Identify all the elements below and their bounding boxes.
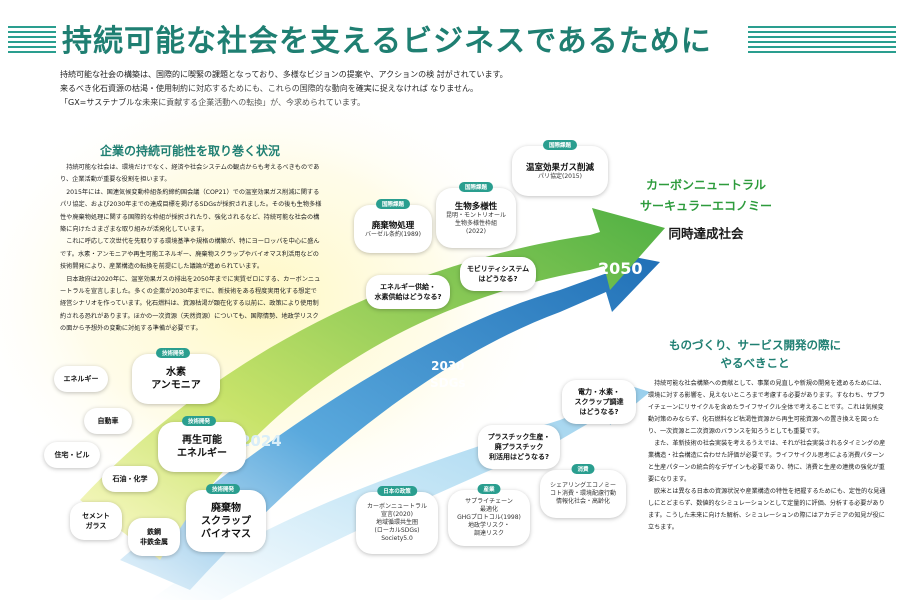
goal-block: カーボンニュートラル サーキュラーエコノミー 同時達成社会 (640, 175, 772, 244)
bubble-sub: (ローカルSDGs) (374, 527, 420, 534)
left-section-title: 企業の持続可能性を取り巻く状況 (100, 144, 281, 158)
bubble-sub: シェアリングエコノミー (549, 482, 616, 489)
paragraph: これに呼応して次世代を先取りする環境基準や規格の構築が、特にヨーロッパを中心に盛… (60, 238, 320, 271)
year-2024-label: 2024 (240, 432, 282, 450)
year-2030-text: 2030 (431, 359, 465, 373)
tag-international: 国際課題 (542, 140, 578, 150)
tag-tech-dev: 技術開発 (206, 484, 241, 494)
question-line: プラスチック生産・ (487, 433, 551, 441)
year-2030-label: 2030 SDGs (430, 358, 466, 392)
right-section-body: 持続可能な社会構築への貢献として、事業の見直しや新規の開発を進めるためには、環境… (648, 378, 888, 534)
sector-automobile: 自動車 (84, 408, 132, 434)
question-line: はどうなる? (579, 408, 619, 416)
bubble-sub: カーボンニュートラル (366, 503, 427, 510)
question-line: エネルギー供給・ (380, 283, 436, 291)
question-line: はどうなる? (478, 275, 518, 283)
title-decoration-right (748, 26, 896, 56)
right-title-line: やるべきこと (720, 356, 790, 370)
sector-housing-building: 住宅・ビル (44, 442, 100, 468)
left-section-body: 持続可能な社会は、環境だけでなく、経済や社会システムの観点からも考えるべきもので… (60, 162, 322, 336)
paragraph: 持続可能な社会構築への貢献として、事業の見直しや新規の開発を進めるためには、環境… (648, 380, 886, 435)
bubble-title: 温室効果ガス削減 (525, 163, 594, 173)
bubble-sub: (2022) (466, 228, 486, 235)
tag-international: 国際課題 (375, 199, 411, 209)
bubble-sub: バーゼル条約(1989) (365, 231, 421, 238)
question-line: 利活用はどうなる? (488, 453, 550, 461)
bubble-title: 廃棄物処理 (371, 221, 415, 231)
question-line: 水素供給はどうなる? (374, 293, 442, 301)
bubble-sub: 最適化 (479, 506, 498, 513)
bubble-waste-treatment: 国際課題 廃棄物処理 バーゼル条約(1989) (354, 199, 432, 253)
year-2050-label: 2050 (598, 259, 643, 278)
title-decoration-left (8, 26, 56, 56)
question-line: スクラップ調達 (574, 398, 624, 406)
bubble-tech-renewable: 技術開発 再生可能 エネルギー (158, 416, 246, 472)
bubble-sub: 調達リスク (473, 530, 504, 537)
bubble-tech-hydrogen: 技術開発 水素 アンモニア (132, 348, 220, 404)
goal-circular-economy: サーキュラーエコノミー (640, 199, 773, 213)
bubble-title: 廃棄物 (211, 502, 241, 514)
bubble-sub: 地域循環共生圏 (375, 519, 418, 526)
bubble-title: 再生可能 (182, 435, 222, 446)
bubble-title: 水素 (166, 367, 186, 378)
bubble-sub: 情報化社会・高齢化 (555, 498, 610, 505)
question-energy-supply: エネルギー供給・ 水素供給はどうなる? (366, 275, 450, 309)
question-line: 電力・水素・ (578, 388, 620, 396)
bubble-consumption: 消費 シェアリングエコノミー コト消費・環境配慮行動 情報化社会・高齢化 (540, 464, 626, 518)
bubble-title: アンモニア (151, 380, 201, 391)
tag-consumption: 消費 (571, 464, 595, 474)
question-power-scrap: 電力・水素・ スクラップ調達 はどうなる? (562, 380, 636, 424)
bubble-sub: Society5.0 (381, 535, 413, 542)
question-plastic: プラスチック生産・ 廃プラスチック 利活用はどうなる? (478, 425, 560, 469)
bubble-sub: 宣言(2020) (381, 511, 413, 518)
right-section-title: ものづくり、サービス開発の際に やるべきこと (655, 336, 855, 372)
bubble-sub: サプライチェーン (465, 498, 513, 505)
goal-society: 同時達成社会 (668, 226, 744, 241)
sector-energy: エネルギー (54, 366, 108, 392)
bubble-industry: 産業 サプライチェーン 最適化 GHGプロトコル(1998) 地政学リスク・ 調… (448, 484, 530, 546)
bubble-ghg-reduction: 国際課題 温室効果ガス削減 パリ協定(2015) (512, 140, 608, 196)
tag-japan-policy: 日本の政策 (377, 486, 417, 496)
bubble-sub: 地政学リスク・ (468, 522, 510, 529)
bubble-sub: パリ協定(2015) (538, 173, 582, 180)
bubble-tech-waste: 技術開発 廃棄物 スクラップ バイオマス (186, 484, 266, 552)
bubble-sub: 生物多様性枠組 (454, 220, 497, 227)
tag-tech-dev: 技術開発 (156, 348, 191, 358)
paragraph: 2015年には、国連気候変動枠組条約締約国会議（COP21）での温室効果ガス削減… (60, 188, 322, 234)
question-line: 廃プラスチック (494, 443, 544, 451)
tag-international: 国際課題 (458, 182, 494, 192)
sector-cement-glass: セメント ガラス (70, 502, 122, 540)
question-line: モビリティシステム (466, 265, 530, 273)
question-mobility: モビリティシステム はどうなる? (460, 257, 536, 291)
tag-industry: 産業 (477, 484, 501, 494)
bubble-biodiversity: 国際課題 生物多様性 昆明・モントリオール 生物多様性枠組 (2022) (436, 182, 516, 248)
tag-tech-dev: 技術開発 (182, 416, 217, 426)
bubble-sub: コト消費・環境配慮行動 (549, 490, 616, 497)
paragraph: 持続可能な社会は、環境だけでなく、経済や社会システムの観点からも考えるべきもので… (60, 164, 320, 184)
paragraph: 日本政府は2020年に、温室効果ガスの排出を2050年までに実質ゼロにする、カー… (60, 275, 321, 333)
background-glow (0, 70, 560, 530)
bubble-title: エネルギー (177, 448, 227, 459)
bubble-sub: 昆明・モントリオール (445, 212, 506, 219)
bubble-title: バイオマス (201, 528, 251, 540)
paragraph: また、革新技術の社会実装を考えるうえでは、それが社会実装されるタイミングの産業構… (648, 440, 886, 483)
sdgs-text: SDGs (430, 376, 466, 390)
bubble-title: 生物多様性 (454, 202, 498, 212)
page-title: 持続可能な社会を支えるビジネスであるために (62, 24, 712, 59)
goal-carbon-neutral: カーボンニュートラル (646, 178, 767, 192)
right-title-line: ものづくり、サービス開発の際に (668, 338, 842, 352)
sector-steel-nonferrous: 鉄鋼 非鉄金属 (128, 518, 180, 556)
paragraph: 欧米とは異なる日本の資源状況や産業構造の特性を把握するためにも、定性的な見通しに… (648, 488, 886, 531)
sector-petrochemical: 石油・化学 (102, 466, 158, 492)
bubble-japan-policy: 日本の政策 カーボンニュートラル 宣言(2020) 地域循環共生圏 (ローカルS… (356, 486, 438, 554)
bubble-sub: GHGプロトコル(1998) (457, 514, 521, 521)
bubble-title: スクラップ (201, 515, 251, 527)
